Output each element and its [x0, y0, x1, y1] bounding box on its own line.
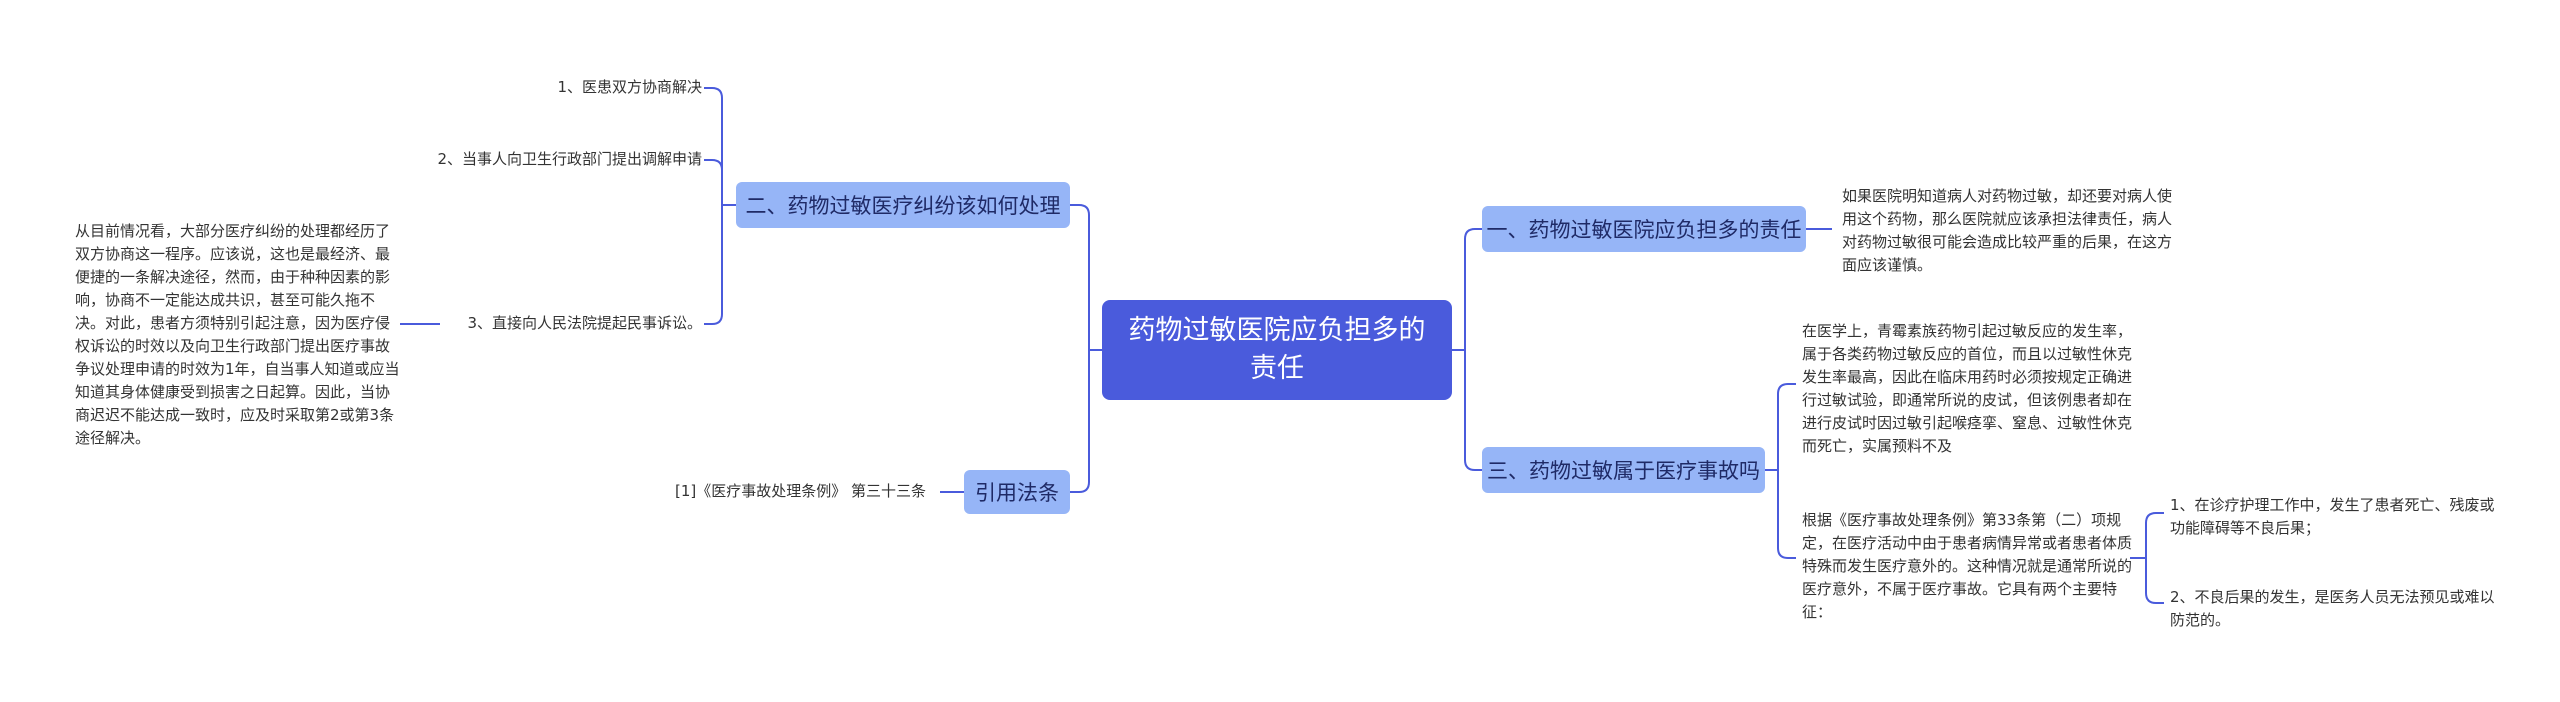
dispute-note-text: 从目前情况看，大部分医疗纠纷的处理都经历了双方协商这一程序。应该说，这也是最经济… [75, 222, 400, 447]
branch-dispute-handling[interactable]: 二、药物过敏医疗纠纷该如何处理 [736, 182, 1070, 228]
branch-label: 一、药物过敏医院应负担多的责任 [1486, 218, 1802, 242]
branch-label: 三、药物过敏属于医疗事故吗 [1487, 459, 1760, 483]
regulation-citation: [1]《医疗事故处理条例》 第三十三条 [674, 482, 926, 500]
feature-item-2: 2、不良后果的发生，是医务人员无法预见或难以防范的。 [2170, 588, 2495, 629]
root-topic[interactable]: 药物过敏医院应负担多的责任 [1102, 300, 1452, 400]
penicillin-explanation-text: 在医学上，青霉素族药物引起过敏反应的发生率，属于各类药物过敏反应的首位，而且以过… [1802, 322, 2133, 455]
dispute-item-1: 1、医患双方协商解决 [557, 78, 702, 96]
hospital-responsibility-text: 如果医院明知道病人对药物过敏，却还要对病人使用这个药物，那么医院就应该承担法律责… [1842, 187, 2173, 274]
branch-label: 引用法条 [975, 481, 1059, 505]
regulation-article-text: 根据《医疗事故处理条例》第33条第（二）项规定，在医疗活动中由于患者病情异常或者… [1802, 511, 2133, 621]
branch-label: 二、药物过敏医疗纠纷该如何处理 [745, 194, 1061, 218]
branch-hospital-responsibility[interactable]: 一、药物过敏医院应负担多的责任 [1482, 206, 1806, 252]
branch-is-medical-accident[interactable]: 三、药物过敏属于医疗事故吗 [1482, 447, 1765, 493]
branch-cited-regulations[interactable]: 引用法条 [964, 470, 1070, 514]
feature-item-1: 1、在诊疗护理工作中，发生了患者死亡、残废或功能障碍等不良后果； [2170, 496, 2495, 537]
dispute-item-3: 3、直接向人民法院提起民事诉讼。 [467, 314, 702, 332]
root-topic-label: 药物过敏医院应负担多的责任 [1128, 315, 1426, 384]
dispute-item-2: 2、当事人向卫生行政部门提出调解申请 [437, 150, 702, 168]
